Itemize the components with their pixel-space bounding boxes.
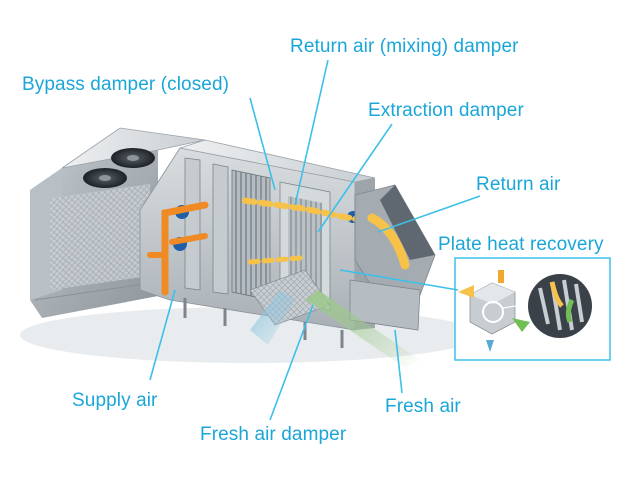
plate-heat-recovery-label: Plate heat recovery	[438, 234, 604, 255]
supply-air-label: Supply air	[72, 390, 158, 411]
fresh-airflow	[306, 290, 420, 368]
extraction-damper-label: Extraction damper	[368, 100, 524, 121]
fresh-air-label: Fresh air	[385, 396, 461, 417]
plate-heat-exchanger-icon	[454, 257, 611, 361]
unit-legs	[183, 298, 344, 348]
heat-recovery-section	[349, 184, 436, 331]
bypass-damper-label: Bypass damper (closed)	[22, 74, 230, 95]
condenser-fan-icon	[83, 148, 155, 188]
return-air-label: Return air	[476, 174, 561, 195]
exhaust-airflow	[250, 290, 295, 345]
leader-lines	[149, 59, 481, 421]
fresh-air-damper-label: Fresh air damper	[200, 424, 347, 445]
supply-airflow	[147, 201, 209, 296]
return-air-mixing-damper-label: Return air (mixing) damper	[290, 36, 519, 57]
